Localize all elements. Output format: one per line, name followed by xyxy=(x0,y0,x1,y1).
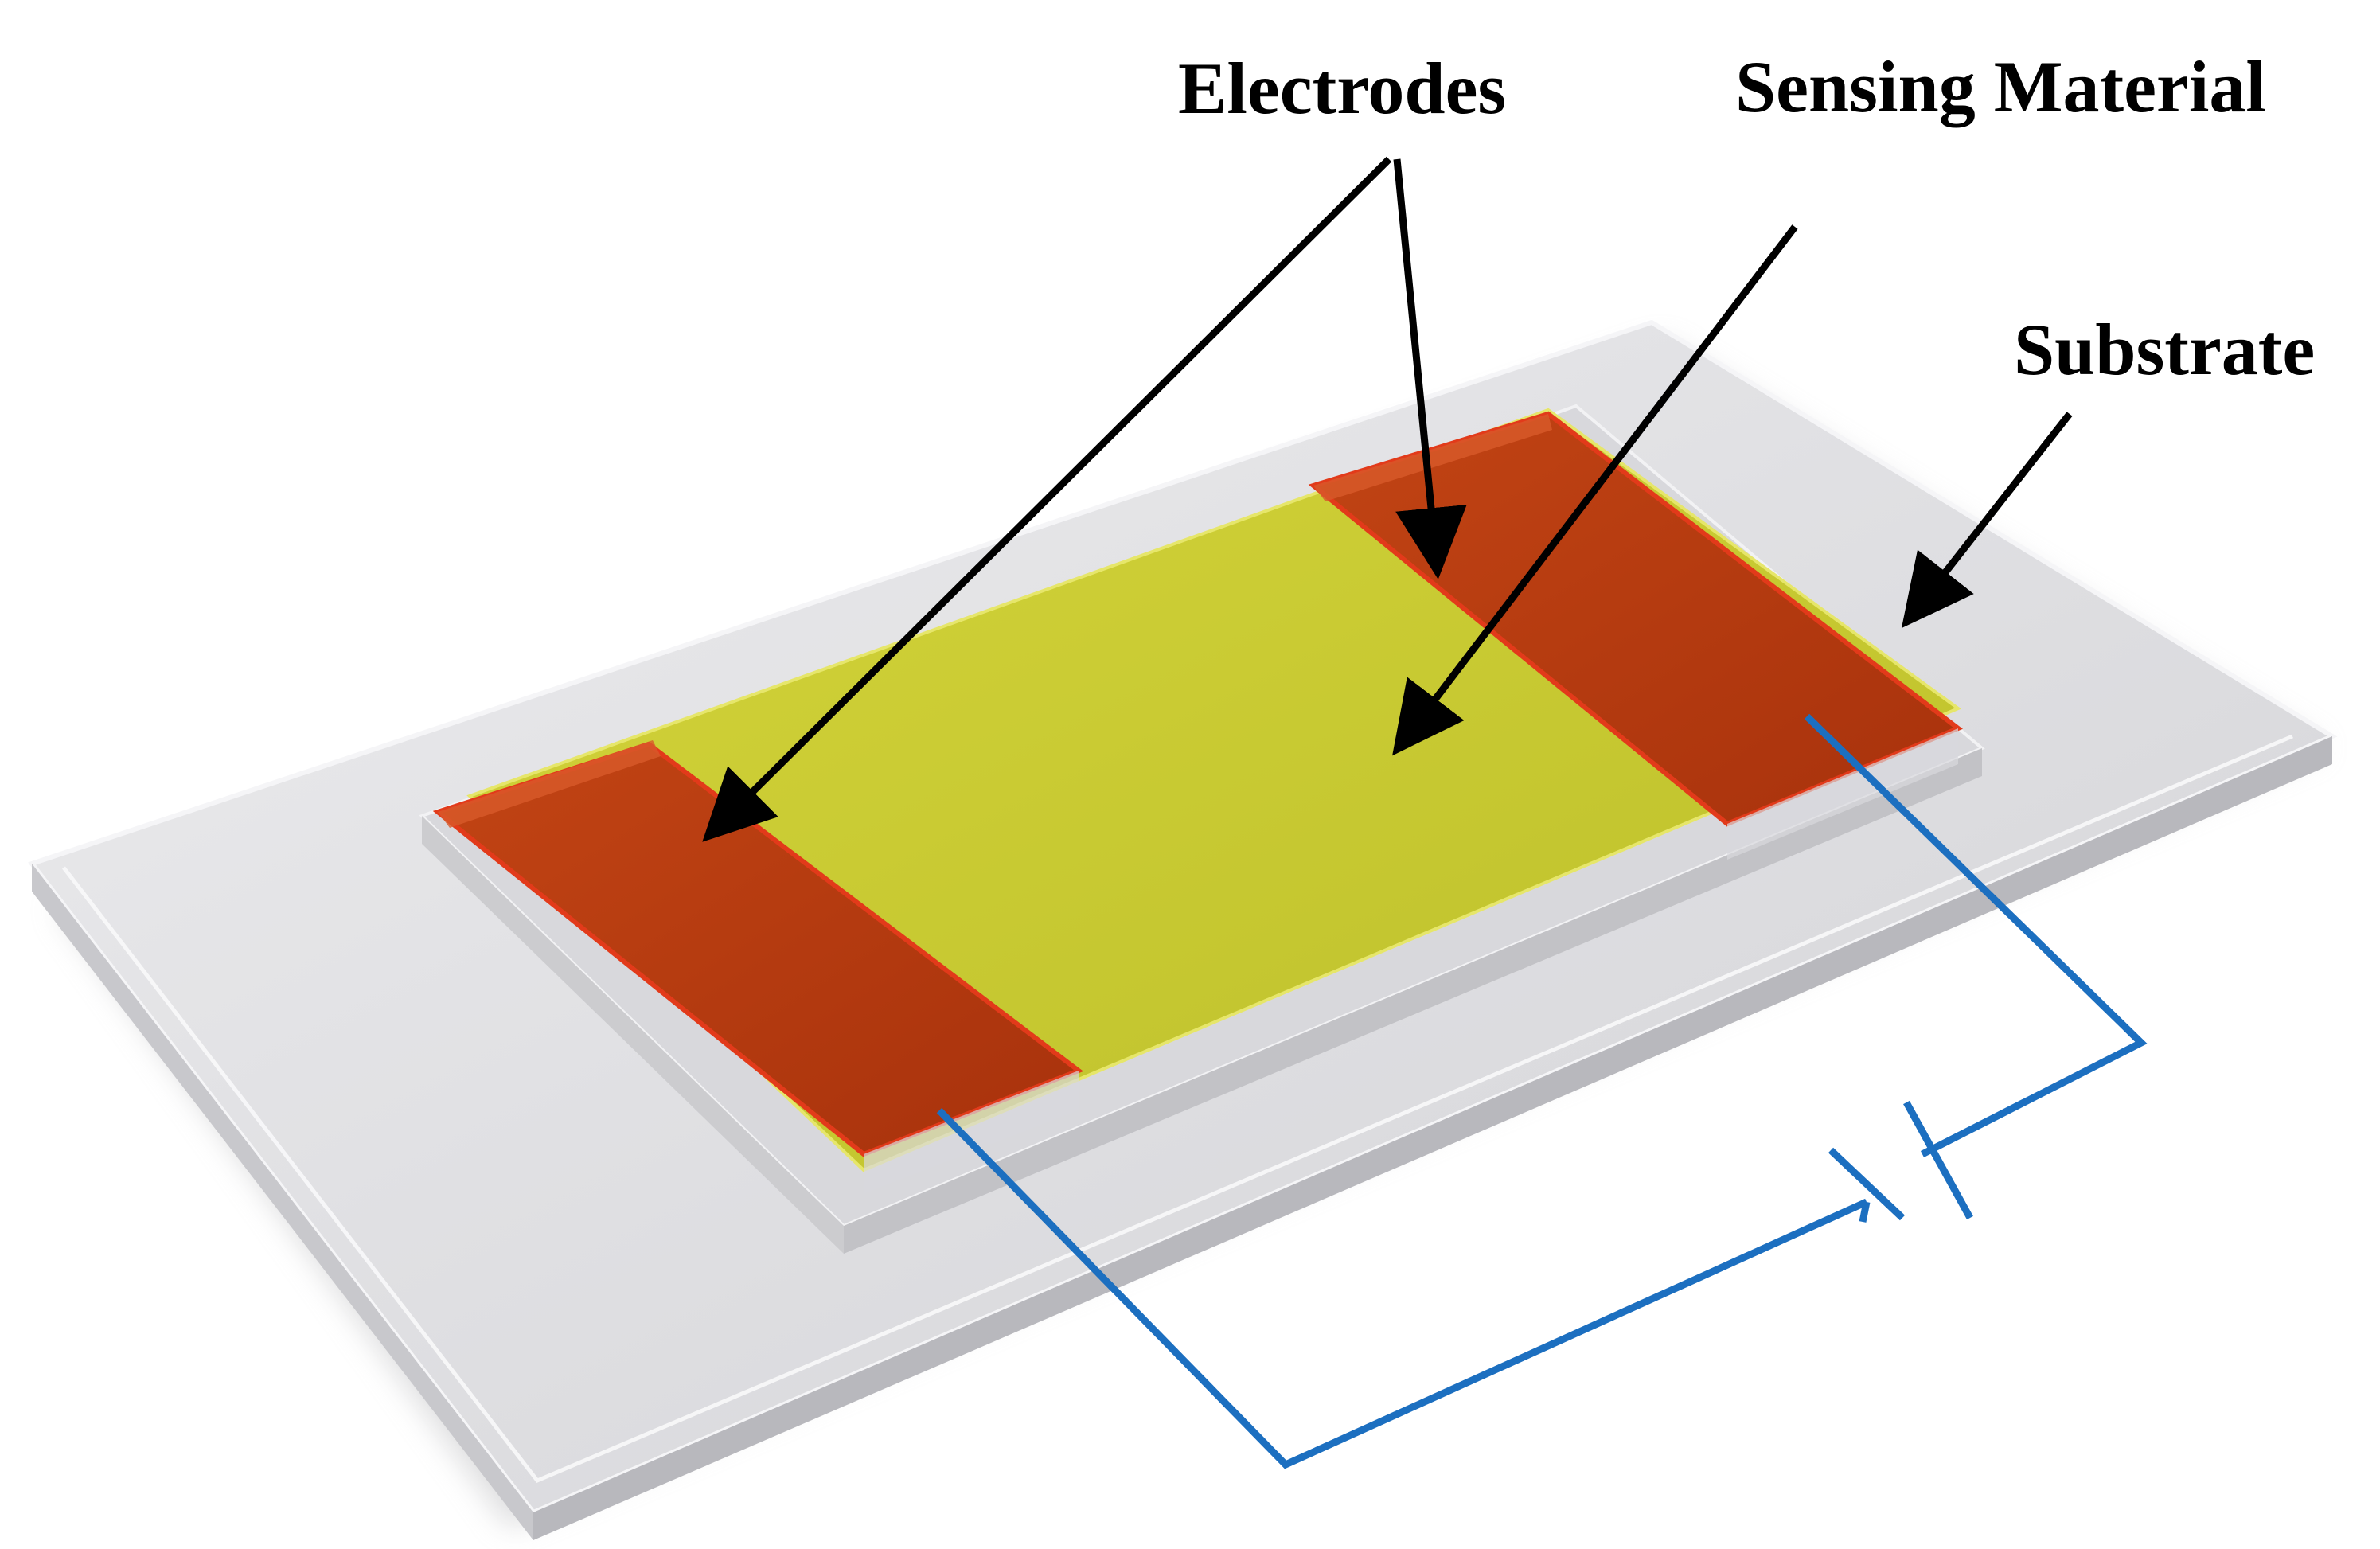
arrow-electrodes-right xyxy=(1393,158,1467,579)
electrode-right xyxy=(1308,411,1963,860)
label-substrate: Substrate xyxy=(2014,309,2315,390)
electrode-left xyxy=(432,740,1084,1194)
annotation-arrows xyxy=(702,156,2073,842)
arrow-sensing-material xyxy=(1392,224,1798,756)
label-electrodes: Electrodes xyxy=(1178,48,1506,129)
label-sensing-material: Sensing Material xyxy=(1735,46,2266,127)
circuit-wire xyxy=(936,713,2148,1469)
arrow-electrodes-left xyxy=(702,156,1392,842)
battery-symbol xyxy=(1828,1100,1973,1223)
arrow-substrate xyxy=(1901,412,2073,629)
